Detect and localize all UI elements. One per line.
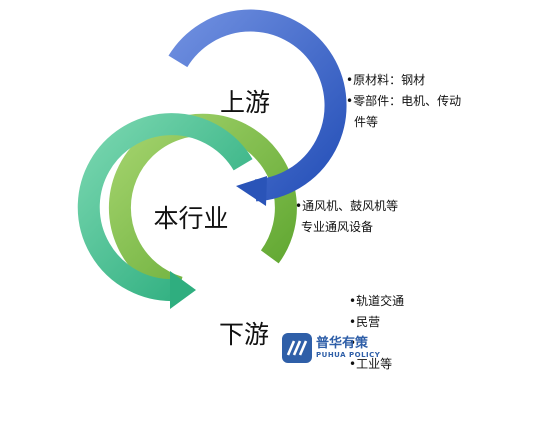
upstream-ring xyxy=(168,9,347,206)
industry-notes: •通风机、鼓风机等 专业通风设备 xyxy=(295,196,398,238)
watermark-cn: 普华有策 xyxy=(316,336,369,351)
watermark: 普华有策 PUHUA POLICY xyxy=(282,333,380,363)
note-line: •轨道交通 xyxy=(349,294,405,308)
downstream-notes: •轨道交通 •民营 • •工业等 xyxy=(349,291,404,375)
watermark-logo-icon xyxy=(282,333,312,363)
upstream-notes: •原材料：钢材 •零部件：电机、传动 件等 xyxy=(346,70,461,133)
downstream-label: 下游 xyxy=(219,320,269,349)
note-line: • xyxy=(349,336,357,350)
industry-label: 本行业 xyxy=(153,204,228,233)
note-line: •原材料：钢材 xyxy=(346,73,426,87)
note-line: 专业通风设备 xyxy=(301,220,374,234)
note-line: •零部件：电机、传动 xyxy=(346,94,462,108)
arrow-to-industry xyxy=(236,176,267,206)
industry-ring xyxy=(77,113,253,309)
upstream-label: 上游 xyxy=(220,88,270,117)
watermark-en: PUHUA POLICY xyxy=(316,351,381,359)
note-line: •工业等 xyxy=(349,357,393,371)
note-line: •通风机、鼓风机等 xyxy=(295,199,399,213)
note-line: •民营 xyxy=(349,315,381,329)
arrow-to-downstream xyxy=(170,271,196,309)
note-line: 件等 xyxy=(354,115,379,129)
